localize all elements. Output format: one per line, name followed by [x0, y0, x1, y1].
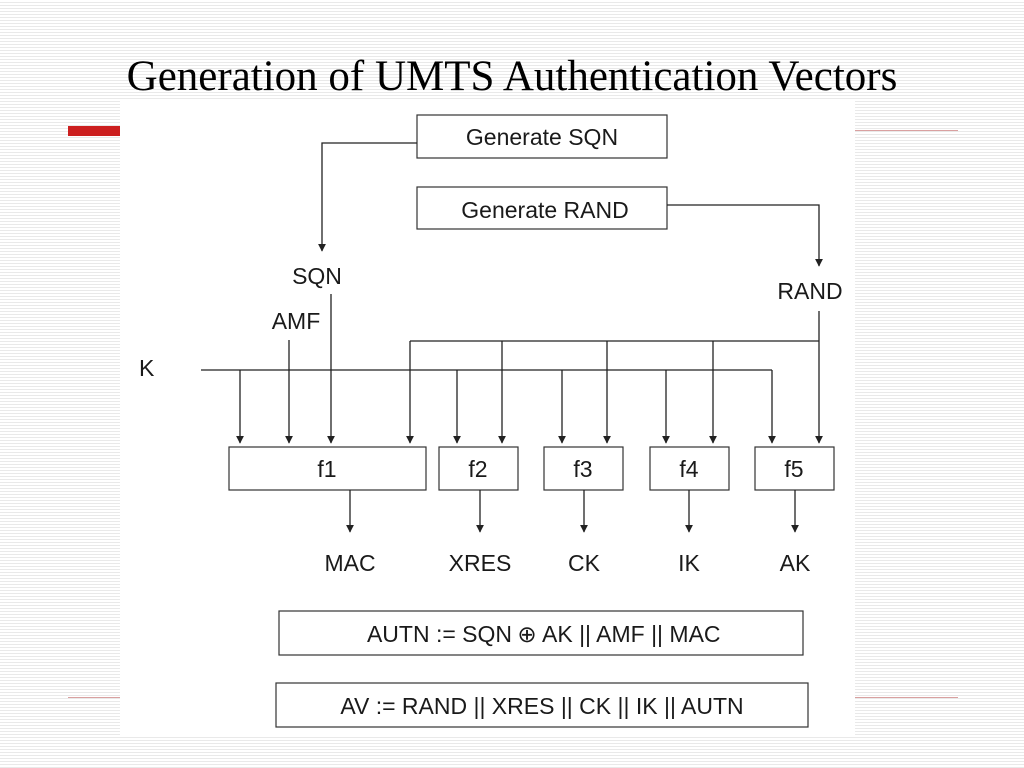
sqn-generation-arrow — [318, 142, 417, 252]
f5-block: f5 — [754, 446, 835, 491]
output-arrows — [346, 490, 799, 533]
f3-block: f3 — [543, 446, 624, 491]
k-label: K — [139, 355, 155, 381]
f4-label: f4 — [679, 456, 698, 482]
xor-symbol: ⊕ — [517, 621, 536, 647]
f3-label: f3 — [573, 456, 592, 482]
title-accent-bar — [68, 126, 122, 136]
sqn-label: SQN — [292, 263, 342, 289]
f5-label: f5 — [784, 456, 803, 482]
generate-sqn-label: Generate SQN — [466, 124, 618, 150]
generate-sqn-block: Generate SQN — [416, 114, 668, 159]
mac-label: MAC — [324, 550, 375, 576]
rand-generation-arrow — [667, 204, 823, 267]
rand-label: RAND — [777, 278, 842, 304]
autn-formula-left: AUTN := SQN — [367, 621, 512, 647]
generate-rand-label: Generate RAND — [461, 197, 628, 223]
slide-title: Generation of UMTS Authentication Vector… — [126, 53, 898, 100]
f1-label: f1 — [317, 456, 336, 482]
k-bus — [201, 369, 776, 444]
ik-label: IK — [678, 550, 700, 576]
f1-block: f1 — [228, 446, 427, 491]
amf-label: AMF — [272, 308, 321, 334]
xres-label: XRES — [449, 550, 512, 576]
generate-rand-block: Generate RAND — [416, 186, 668, 230]
f2-label: f2 — [468, 456, 487, 482]
ck-label: CK — [568, 550, 601, 576]
f4-block: f4 — [649, 446, 730, 491]
ak-label: AK — [780, 550, 811, 576]
av-formula: AV := RAND || XRES || CK || IK || AUTN — [340, 693, 743, 719]
autn-formula-right: AK || AMF || MAC — [542, 621, 721, 647]
rand-bus — [406, 311, 823, 444]
f2-block: f2 — [438, 446, 519, 491]
av-formula-box: AV := RAND || XRES || CK || IK || AUTN — [275, 682, 809, 728]
autn-formula-box: AUTN := SQN ⊕ AK || AMF || MAC — [278, 610, 804, 656]
